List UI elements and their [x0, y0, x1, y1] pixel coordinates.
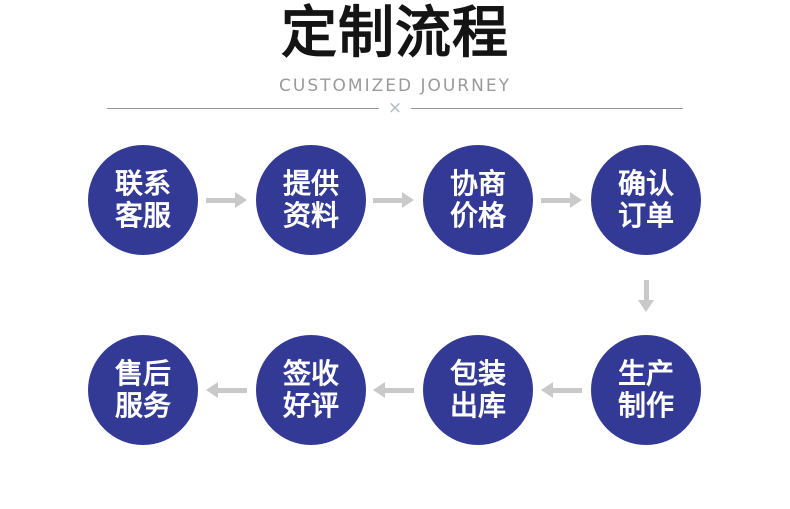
step-label-line2: 制作	[617, 389, 674, 422]
arrow-down-icon	[638, 280, 654, 312]
page-title: 定制流程	[281, 1, 509, 66]
step-packing-shipment: 包装 出库	[423, 335, 533, 445]
step-label-line1: 签收	[282, 357, 339, 391]
divider-line-right	[411, 108, 683, 109]
x-mark-icon: ×	[387, 98, 403, 118]
arrow-right-icon	[373, 192, 414, 208]
step-label-line2: 出库	[449, 389, 506, 422]
arrow-right-icon	[541, 192, 582, 208]
step-provide-materials: 提供 资料	[256, 145, 366, 255]
step-label-line1: 售后	[114, 357, 171, 391]
arrow-left-icon	[541, 382, 582, 398]
step-label-line1: 联系	[114, 167, 171, 201]
arrow-left-icon	[206, 382, 247, 398]
step-negotiate-price: 协商 价格	[423, 145, 533, 255]
arrow-right-icon	[206, 192, 247, 208]
step-label-line1: 确认	[617, 167, 674, 201]
step-label-line2: 订单	[617, 199, 674, 232]
step-label-line1: 生产	[617, 357, 674, 391]
divider-line-left	[107, 108, 379, 109]
divider: ×	[107, 100, 683, 117]
arrow-left-icon	[373, 382, 414, 398]
page-subtitle: CUSTOMIZED JOURNEY	[279, 76, 511, 96]
step-label-line1: 提供	[282, 167, 339, 201]
step-label-line2: 资料	[282, 199, 339, 232]
step-label-line2: 客服	[114, 199, 171, 232]
step-label-line2: 服务	[114, 389, 171, 422]
step-label-line1: 协商	[449, 167, 506, 201]
step-label-line2: 价格	[449, 199, 506, 232]
step-label-line2: 好评	[282, 389, 339, 422]
step-contact-service: 联系 客服	[88, 145, 198, 255]
step-label-line1: 包装	[449, 357, 506, 391]
step-after-sales-service: 售后 服务	[88, 335, 198, 445]
step-confirm-order: 确认 订单	[591, 145, 701, 255]
step-production: 生产 制作	[591, 335, 701, 445]
step-sign-review: 签收 好评	[256, 335, 366, 445]
